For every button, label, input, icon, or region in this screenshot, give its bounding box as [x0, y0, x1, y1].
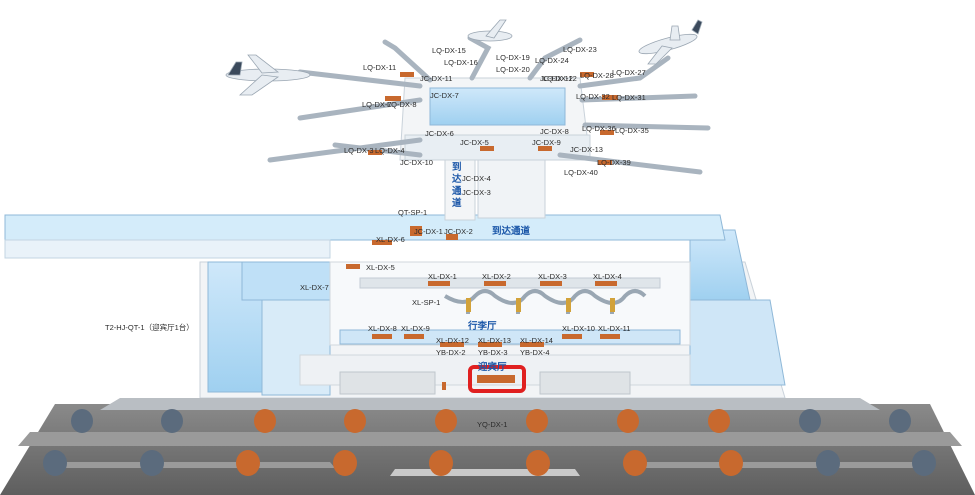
aircraft-right: [638, 19, 703, 65]
gate-label-lq24[interactable]: LQ-DX-24: [535, 56, 569, 65]
pier-building: [399, 77, 591, 161]
arrival-connector: [444, 149, 546, 221]
gate-label-lq39[interactable]: LQ-DX-39: [597, 158, 631, 167]
road-pillars-row2: [43, 450, 936, 476]
jc-label-7[interactable]: JC-DX-7: [430, 91, 459, 100]
hall-label-xl3[interactable]: XL-DX-3: [538, 272, 567, 281]
ad-boards: [346, 72, 620, 390]
hall-label-qt-sp1[interactable]: QT-SP-1: [398, 208, 427, 217]
jc-label-10[interactable]: JC-DX-10: [400, 158, 433, 167]
gate-label-lq31[interactable]: LQ-DX-31: [612, 93, 646, 102]
hall-label-yb4[interactable]: YB-DX-4: [520, 348, 550, 357]
hall-label-yq1[interactable]: YQ-DX-1: [477, 420, 507, 429]
hall-label-t2[interactable]: T2-HJ-QT-1（迎宾厅1台）: [105, 322, 194, 332]
carousel-belts: [466, 298, 615, 312]
gate-label-lq7[interactable]: LQ-DX-7: [362, 100, 392, 109]
aircraft-left: [225, 54, 311, 96]
gate-label-lq19[interactable]: LQ-DX-19: [496, 53, 530, 62]
jc-label-12[interactable]: JC-DX-12: [540, 74, 573, 83]
arrival-vertical-label-2: 达: [452, 173, 462, 185]
hall-label-xl8[interactable]: XL-DX-8: [368, 324, 397, 333]
hall-label-xl14[interactable]: XL-DX-14: [520, 336, 553, 345]
road: [0, 404, 975, 495]
arrival-vertical-label-4: 道: [452, 197, 462, 209]
hall-label-xl6[interactable]: XL-DX-6: [376, 235, 405, 244]
hall-label-xl1[interactable]: XL-DX-1: [428, 272, 457, 281]
jet-bridges: [267, 35, 711, 175]
arrival-vertical-label-1: 到: [452, 161, 462, 173]
road-pillars-row1: [71, 409, 911, 433]
selected-location-highlight[interactable]: [468, 365, 526, 393]
gate-label-lq12[interactable]: LQ-DX-12: [543, 74, 577, 83]
gate-label-lq28[interactable]: LQ-DX-28: [580, 71, 614, 80]
gate-label-lq27[interactable]: LQ-DX-27: [612, 68, 646, 77]
jc-label-9[interactable]: JC-DX-9: [532, 138, 561, 147]
hall-label-xl4[interactable]: XL-DX-4: [593, 272, 622, 281]
arrival-vertical-label-3: 通: [452, 186, 462, 197]
hall-label-xl11[interactable]: XL-DX-11: [598, 324, 630, 333]
gate-label-lq32[interactable]: LQ-DX-32: [576, 92, 610, 101]
gate-label-lq16[interactable]: LQ-DX-16: [444, 58, 478, 67]
hall-label-xl2[interactable]: XL-DX-2: [482, 272, 511, 281]
hall-label-xl-sp1[interactable]: XL-SP-1: [412, 298, 440, 307]
gate-label-lq40[interactable]: LQ-DX-40: [564, 168, 598, 177]
gate-label-lq20[interactable]: LQ-DX-20: [496, 65, 530, 74]
aircraft-top: [467, 19, 513, 42]
terminal-building: [4, 214, 880, 410]
hall-label-yb3[interactable]: YB-DX-3: [478, 348, 508, 357]
gate-label-lq23[interactable]: LQ-DX-23: [563, 45, 597, 54]
hall-label-yb2[interactable]: YB-DX-2: [436, 348, 466, 357]
greeting-hall-label: 迎宾厅: [478, 361, 507, 373]
arrival-corridor-label: 到达通道: [492, 225, 531, 237]
jc-label-4[interactable]: JC-DX-4: [462, 174, 491, 183]
jc-label-1[interactable]: JC-DX-1: [414, 227, 443, 236]
hall-label-xl7[interactable]: XL-DX-7: [300, 283, 329, 292]
gate-label-lq11[interactable]: LQ-DX-11: [363, 63, 396, 72]
jc-label-6[interactable]: JC-DX-6: [425, 129, 454, 138]
jc-label-2[interactable]: JC-DX-2: [444, 227, 473, 236]
hall-label-xl10[interactable]: XL-DX-10: [562, 324, 595, 333]
jc-label-3[interactable]: JC-DX-3: [462, 188, 491, 197]
hall-label-xl5[interactable]: XL-DX-5: [366, 263, 395, 272]
jc-label-11[interactable]: JC-DX-11: [420, 74, 452, 83]
baggage-hall-label: 行李厅: [467, 320, 497, 332]
gate-label-lq36[interactable]: LQ-DX-36: [582, 124, 616, 133]
gate-label-lq8[interactable]: LQ-DX-8: [387, 100, 417, 109]
hall-label-xl9[interactable]: XL-DX-9: [401, 324, 430, 333]
gate-label-lq3[interactable]: LQ-DX-3: [344, 146, 374, 155]
gate-label-lq35[interactable]: LQ-DX-35: [615, 126, 649, 135]
gate-label-lq4[interactable]: LQ-DX-4: [375, 146, 405, 155]
gate-label-lq15[interactable]: LQ-DX-15: [432, 46, 466, 55]
jc-label-8[interactable]: JC-DX-8: [540, 127, 569, 136]
hall-label-xl13[interactable]: XL-DX-13: [478, 336, 511, 345]
hall-label-xl12[interactable]: XL-DX-12: [436, 336, 469, 345]
jc-label-5[interactable]: JC-DX-5: [460, 138, 489, 147]
jc-label-13[interactable]: JC-DX-13: [570, 145, 603, 154]
